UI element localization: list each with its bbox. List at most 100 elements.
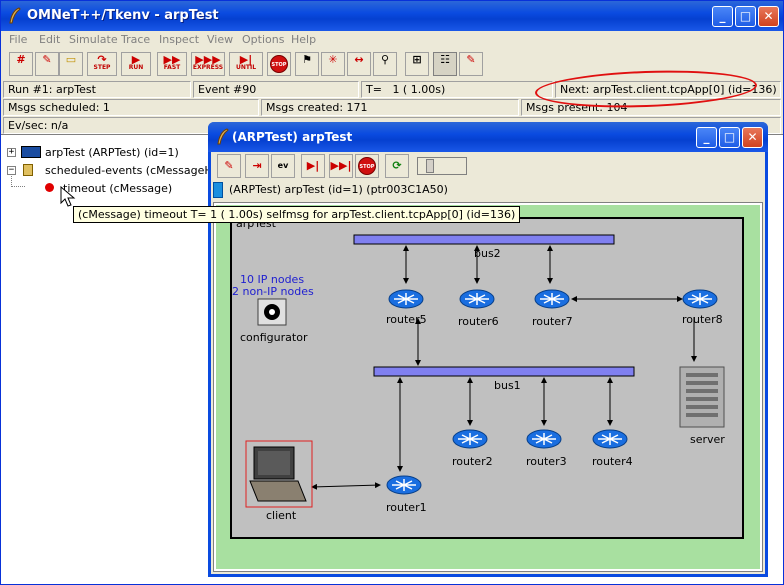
run-button[interactable]: ▶RUN (121, 52, 151, 76)
menu-view[interactable]: View (207, 33, 234, 46)
inspector-maximize-button[interactable]: □ (719, 127, 740, 148)
router1-label[interactable]: router1 (386, 501, 427, 514)
client-icon (245, 440, 313, 508)
main-toolbar: # ✎ ▭ ↷STEP ▶RUN ▶▶FAST ▶▶▶EXPRESS ▶|UNT… (1, 50, 783, 78)
menubar: File Edit Simulate Trace Inspect View Op… (1, 31, 783, 49)
menu-help[interactable]: Help (291, 33, 317, 46)
close-button[interactable]: ✕ (758, 6, 779, 27)
collapse-icon[interactable]: − (7, 165, 16, 175)
relayout-icon[interactable]: ⟳ (385, 154, 409, 178)
event-status: Event #90 (193, 81, 359, 98)
network-canvas[interactable]: arpTest (213, 202, 763, 572)
client-label[interactable]: client (266, 509, 297, 522)
router7-icon (534, 289, 570, 309)
feather-icon (217, 128, 229, 145)
message-icon (45, 183, 54, 192)
router6-label[interactable]: router6 (458, 315, 499, 328)
network-icon[interactable]: ⚑ (295, 52, 319, 76)
queue-icon (23, 164, 33, 176)
next-event-status: Next: arpTest.client.tcpApp[0] (id=136) (555, 81, 781, 98)
router5-icon (388, 289, 424, 309)
stop-button-inspector[interactable]: STOP (355, 154, 379, 178)
router1-icon (386, 475, 422, 495)
inspector-title: (ARPTest) arpTest (232, 130, 353, 144)
event-log-icon[interactable]: ev (271, 154, 295, 178)
status-row-2: Msgs scheduled: 1 Msgs created: 171 Msgs… (1, 99, 783, 116)
ip-nodes-count: 10 IP nodes (240, 273, 305, 286)
msgs-created: Msgs created: 171 (261, 99, 519, 116)
stop-icon: STOP (270, 55, 288, 73)
msgs-present: Msgs present: 104 (521, 99, 781, 116)
canvas-background: arpTest (216, 205, 760, 569)
router4-icon (592, 429, 628, 449)
router7-label[interactable]: router7 (532, 315, 573, 328)
open-folder-icon[interactable]: ▭ (59, 52, 83, 76)
inspector-close-button[interactable]: ✕ (742, 127, 763, 148)
router8-label[interactable]: router8 (682, 313, 723, 326)
router-icons (245, 289, 725, 508)
slider-thumb[interactable] (426, 159, 434, 173)
stop-icon: STOP (358, 157, 376, 175)
non-ip-nodes-count: 2 non-IP nodes (232, 285, 314, 298)
menu-inspect[interactable]: Inspect (159, 33, 200, 46)
run-status: Run #1: arpTest (3, 81, 191, 98)
bus1 (373, 366, 635, 377)
menu-file[interactable]: File (9, 33, 28, 46)
router5-label[interactable]: router5 (386, 313, 427, 326)
status-row-1: Run #1: arpTest Event #90 T= 1 ( 1.00s) … (1, 81, 783, 98)
inspector-titlebar[interactable]: (ARPTest) arpTest _ □ ✕ (208, 122, 768, 152)
inspector-window: (ARPTest) arpTest _ □ ✕ ✎ ⇥ ev ▶| ▶▶| ST… (208, 122, 768, 577)
menu-trace[interactable]: Trace (121, 33, 151, 46)
maximize-button[interactable]: □ (735, 6, 756, 27)
bus2-label: bus2 (474, 247, 501, 260)
menu-edit[interactable]: Edit (39, 33, 61, 46)
parent-module-icon[interactable]: ✎ (217, 154, 241, 178)
router3-label[interactable]: router3 (526, 455, 567, 468)
until-button[interactable]: ▶|UNTIL (229, 52, 263, 76)
options-icon[interactable]: ✎ (459, 52, 483, 76)
msgs-scheduled: Msgs scheduled: 1 (3, 99, 259, 116)
minimize-button[interactable]: _ (712, 6, 733, 27)
server-icon (679, 366, 725, 428)
window-title: OMNeT++/Tkenv - arpTest (27, 8, 219, 23)
time-status: T= 1 ( 1.00s) (361, 81, 553, 98)
object-icon (213, 182, 223, 198)
module-output-icon[interactable]: ⇥ (245, 154, 269, 178)
inspect-icon[interactable]: ⊞ (405, 52, 429, 76)
router4-label[interactable]: router4 (592, 455, 633, 468)
network-setup-icon[interactable]: ✎ (35, 52, 59, 76)
stop-button[interactable]: STOP (267, 52, 291, 76)
express-button[interactable]: ▶▶▶EXPRESS (191, 52, 225, 76)
network-links (311, 234, 697, 490)
tooltip: (cMessage) timeout T= 1 ( 1.00s) selfmsg… (73, 206, 521, 223)
configurator-label[interactable]: configurator (240, 331, 308, 344)
timeline-icon[interactable]: ↔ (347, 52, 371, 76)
menu-options[interactable]: Options (242, 33, 285, 46)
inspector-toolbar: ✎ ⇥ ev ▶| ▶▶| STOP ⟳ (211, 152, 765, 180)
server-label[interactable]: server (690, 433, 725, 446)
network-area: arpTest (230, 217, 744, 539)
step-icon[interactable]: ▶| (301, 154, 325, 178)
inspector-minimize-button[interactable]: _ (696, 127, 717, 148)
feather-icon (9, 7, 21, 24)
step-button[interactable]: ↷STEP (87, 52, 117, 76)
menu-simulate[interactable]: Simulate (69, 33, 118, 46)
new-run-icon[interactable]: # (9, 52, 33, 76)
bus1-label: bus1 (494, 379, 521, 392)
find-icon[interactable]: ⚲ (373, 52, 397, 76)
router2-label[interactable]: router2 (452, 455, 493, 468)
mouse-cursor-icon (60, 186, 76, 207)
router3-icon (526, 429, 562, 449)
expand-icon[interactable]: + (7, 147, 16, 157)
module-icon (21, 146, 41, 158)
router6-icon (459, 289, 495, 309)
graph-icon[interactable]: ✳ (321, 52, 345, 76)
router2-icon (452, 429, 488, 449)
router8-icon (682, 289, 718, 309)
main-titlebar[interactable]: OMNeT++/Tkenv - arpTest _ □ ✕ (1, 1, 783, 31)
tree-view-icon[interactable]: ☷ (433, 52, 457, 76)
fast-button[interactable]: ▶▶FAST (157, 52, 187, 76)
configurator-icon (257, 298, 287, 326)
run-icon[interactable]: ▶▶| (329, 154, 353, 178)
zoom-slider[interactable] (417, 157, 467, 175)
